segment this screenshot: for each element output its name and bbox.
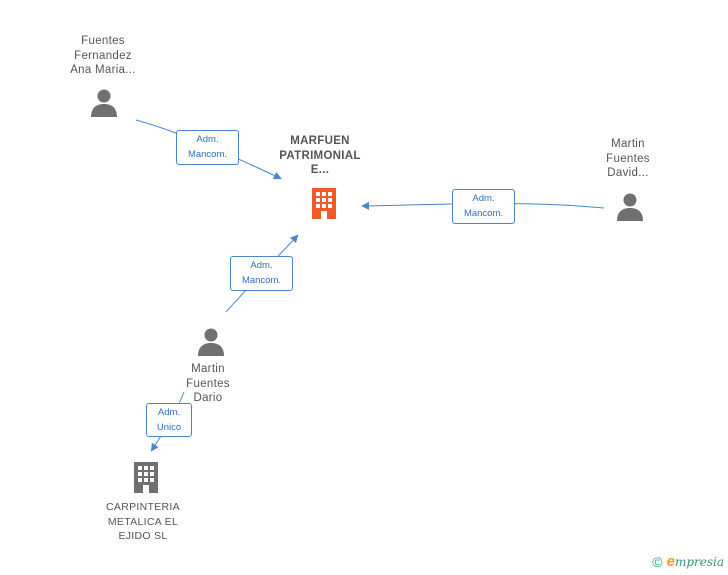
edge-label-line: Unico [156,422,182,433]
label-line: Martin [191,363,225,375]
label-line: EJIDO SL [118,530,168,542]
label-line: CARPINTERIA [106,501,180,513]
edge-label-fuentes-to-marfuen[interactable]: Adm. Mancom. [176,130,239,165]
company-label-marfuen[interactable]: MARFUEN PATRIMONIAL E... [260,134,380,178]
label-line: E... [310,164,330,176]
edge-label-line: Mancom. [241,275,282,286]
label-line: Dario [193,392,223,404]
edge-label-david-to-marfuen[interactable]: Adm. Mancom. [452,189,515,224]
label-line: Fernandez [74,49,132,62]
label-line: METALICA EL [107,515,179,528]
edge-label-line: Adm. [472,193,495,204]
copyright-symbol: © [652,553,663,570]
edge-label-dario-to-carpinteria[interactable]: Adm. Unico [146,403,192,437]
footer-brand[interactable]: © e mpresia [652,553,724,570]
label-line: Fuentes [81,35,125,47]
person-icon[interactable] [196,327,226,357]
label-line: PATRIMONIAL [279,149,361,162]
building-icon[interactable] [308,186,340,220]
label-line: Ana Maria... [70,64,136,76]
edge-label-line: Adm. [196,134,219,145]
edge-label-line: Mancom. [463,208,504,219]
person-icon[interactable] [89,88,119,118]
label-line: Fuentes [186,377,230,390]
person-icon[interactable] [615,192,645,222]
brand-logo-text: mpresia [674,554,724,569]
edge-label-line: Mancom. [187,149,228,160]
label-line: Martin [611,138,645,150]
person-label-martin-fuentes-dario[interactable]: Martin Fuentes Dario [148,362,268,406]
company-label-carpinteria[interactable]: CARPINTERIA METALICA EL EJIDO SL [83,500,203,544]
building-icon[interactable] [130,460,162,494]
edge-label-line: Adm. [157,407,181,418]
person-label-martin-fuentes-david[interactable]: Martin Fuentes David... [568,137,688,181]
brand-logo-e: e [666,553,675,570]
edge-label-dario-to-marfuen[interactable]: Adm. Mancom. [230,256,293,291]
label-line: David... [607,167,649,179]
label-line: Fuentes [606,152,650,165]
person-label-fuentes-fernandez[interactable]: Fuentes Fernandez Ana Maria... [43,34,163,78]
label-line: MARFUEN [290,135,350,147]
edge-label-line: Adm. [250,260,273,271]
